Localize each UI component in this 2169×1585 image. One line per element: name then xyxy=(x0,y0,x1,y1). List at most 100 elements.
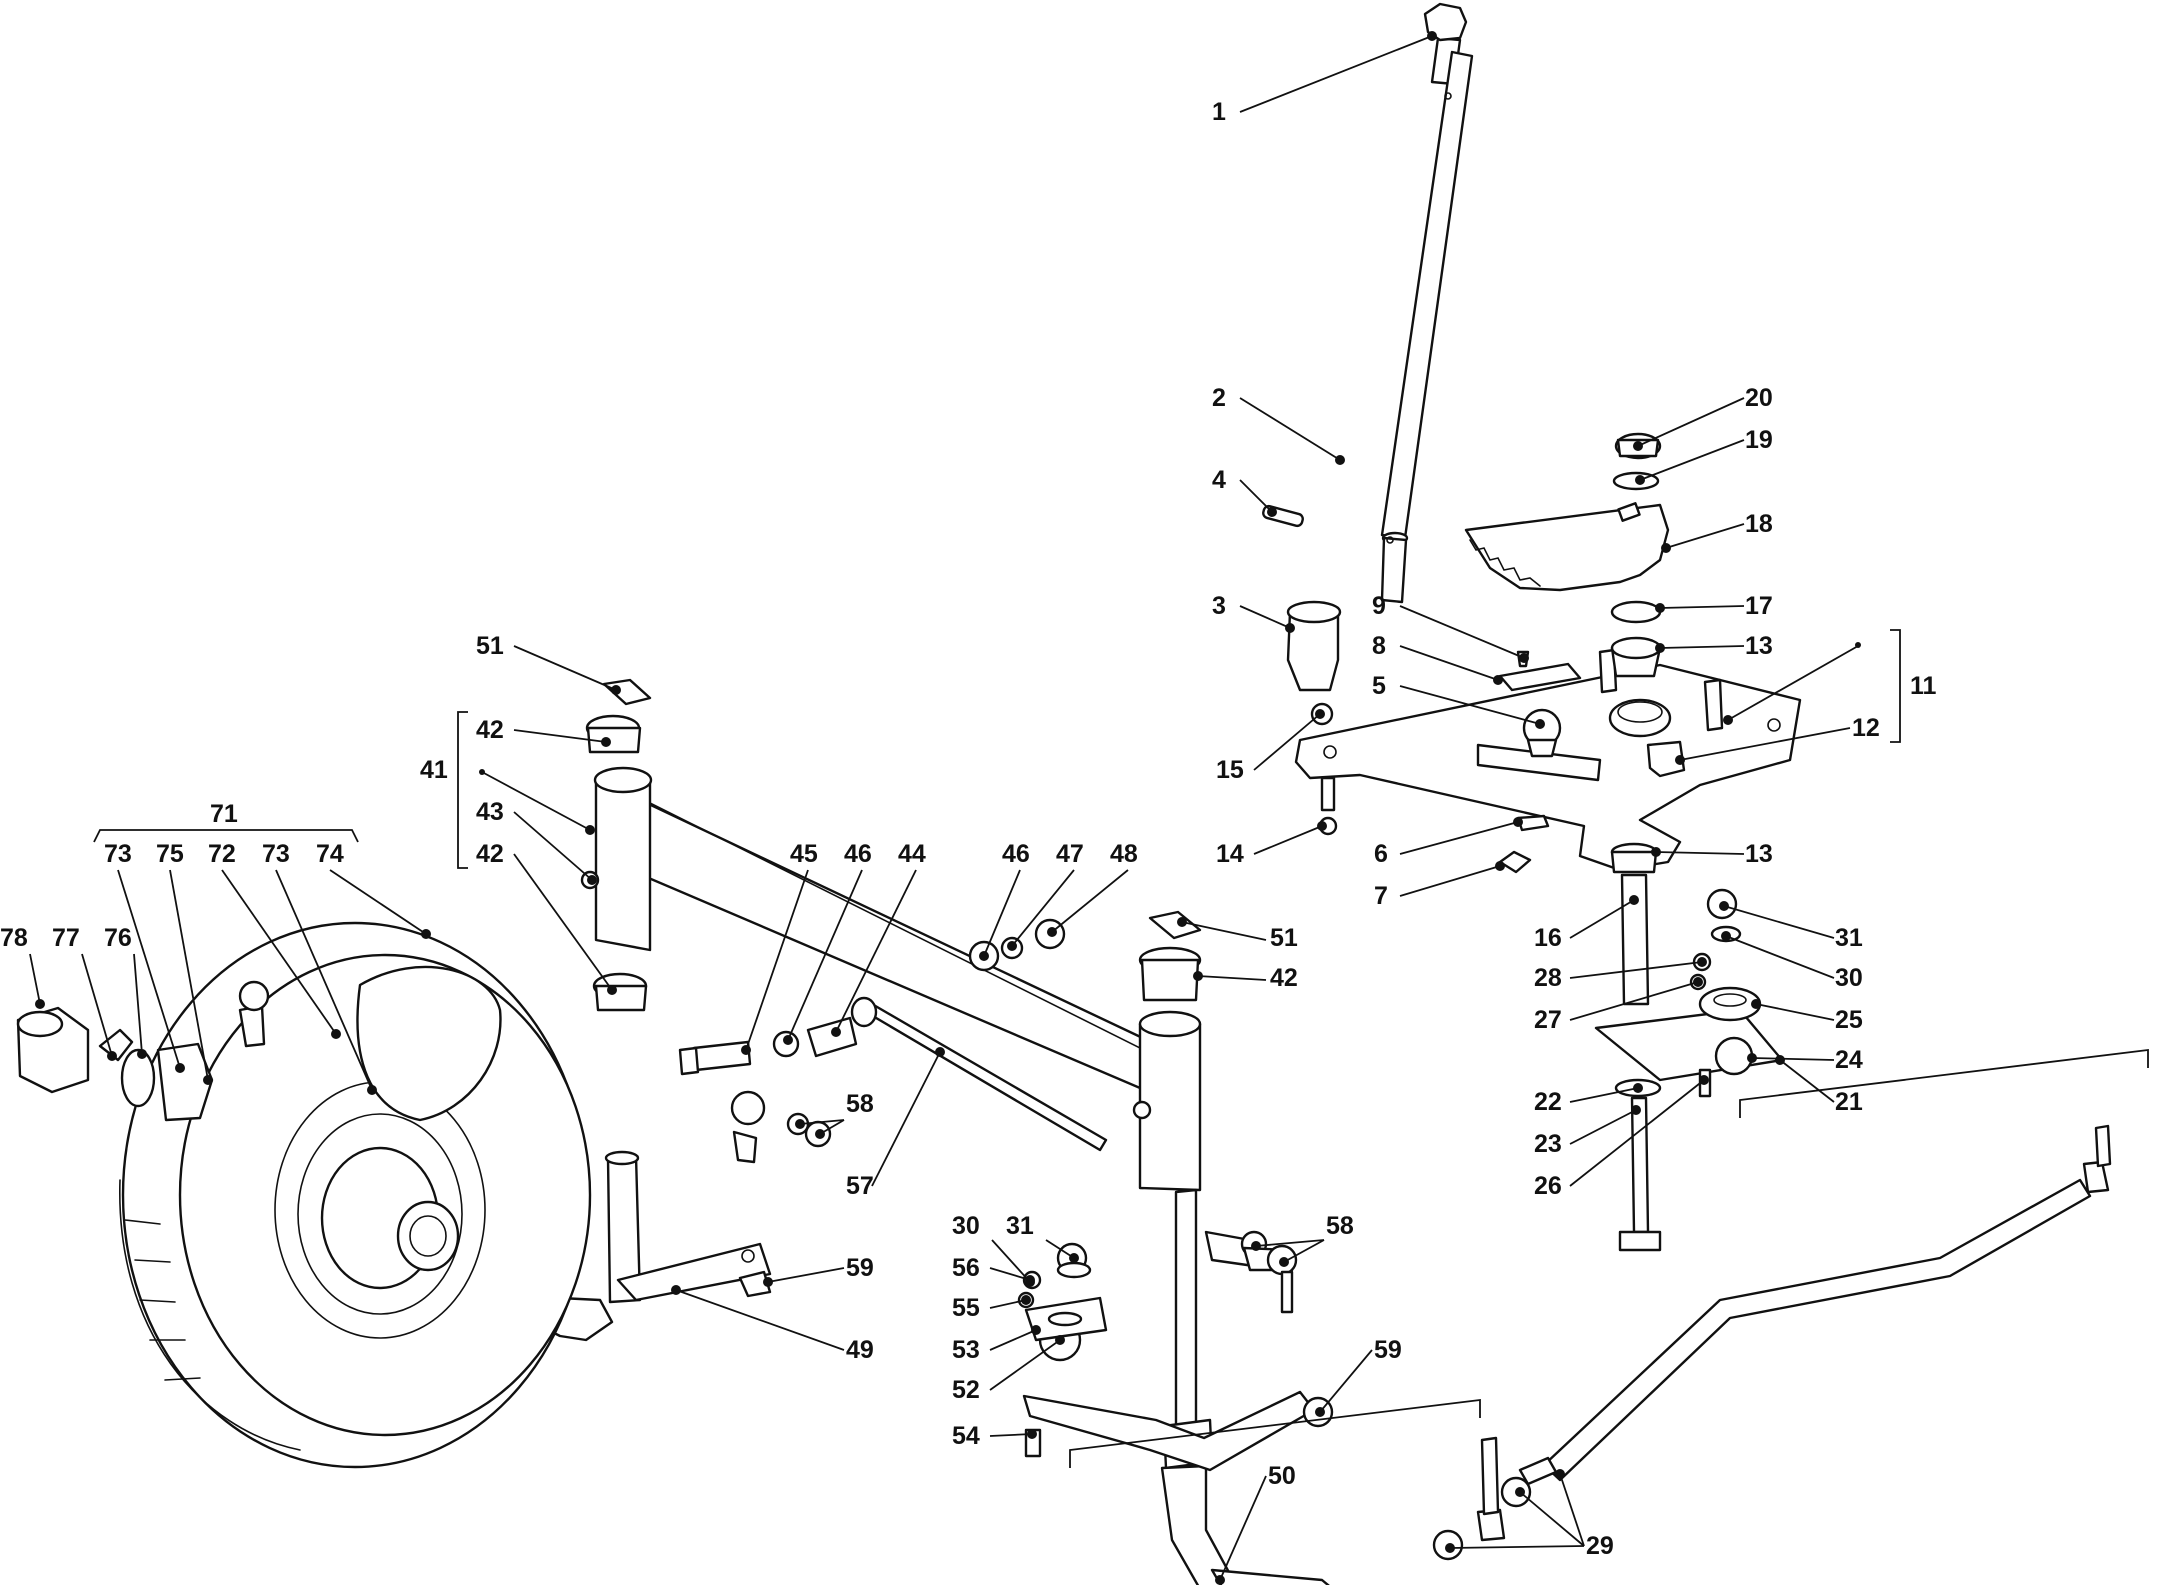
leader-dot-53 xyxy=(1031,1325,1041,1335)
leader-line-41 xyxy=(481,771,591,831)
leader-line-6 xyxy=(1399,821,1519,855)
leader-dot-2 xyxy=(1335,455,1345,465)
leader-line-30a xyxy=(1725,935,1835,979)
callout-25: 25 xyxy=(1835,1006,1863,1034)
callout-13b: 13 xyxy=(1745,840,1773,868)
leader-dot-16 xyxy=(1629,895,1639,905)
callout-43: 43 xyxy=(476,798,504,826)
leader-line-59a xyxy=(767,1267,845,1283)
leader-dot-23 xyxy=(1631,1105,1641,1115)
leader-line-75 xyxy=(169,869,209,1081)
leader-line-46a xyxy=(787,869,863,1041)
callout-48: 48 xyxy=(1110,840,1138,868)
callout-7: 7 xyxy=(1374,882,1388,910)
callout-17: 17 xyxy=(1745,592,1773,620)
callout-18: 18 xyxy=(1745,510,1773,538)
marker-dot-41 xyxy=(479,769,485,775)
leader-dot-48 xyxy=(1047,927,1057,937)
sector-gear xyxy=(1464,432,1670,678)
leader-dot-42a xyxy=(601,737,611,747)
leader-line-78 xyxy=(29,953,41,1005)
leader-dot-20 xyxy=(1633,441,1643,451)
callout-53: 53 xyxy=(952,1336,980,1364)
leader-dot-58b2 xyxy=(1279,1257,1289,1267)
callout-26: 26 xyxy=(1534,1172,1562,1200)
leader-dot-11 xyxy=(1723,715,1733,725)
callout-2: 2 xyxy=(1212,384,1226,412)
leader-line-49 xyxy=(675,1289,845,1351)
callout-28: 28 xyxy=(1534,964,1562,992)
leader-dot-19 xyxy=(1635,475,1645,485)
callout-42c: 42 xyxy=(1270,964,1298,992)
leader-line-7 xyxy=(1399,865,1501,897)
leader-line-29b xyxy=(1519,1491,1585,1547)
callout-54: 54 xyxy=(952,1422,980,1450)
leader-dot-9 xyxy=(1519,653,1529,663)
leader-dot-28 xyxy=(1697,957,1707,967)
leader-line-12 xyxy=(1679,727,1851,761)
callout-59a: 59 xyxy=(846,1254,874,1282)
callout-55: 55 xyxy=(952,1294,980,1322)
tie-rod xyxy=(1432,1124,2112,1561)
leader-line-47 xyxy=(1011,869,1075,947)
leader-dot-51b xyxy=(1177,917,1187,927)
leader-dot-77 xyxy=(107,1051,117,1061)
leader-dot-78 xyxy=(35,999,45,1009)
leader-line-48 xyxy=(1051,869,1129,933)
leader-line-28 xyxy=(1569,961,1703,979)
leader-line-44 xyxy=(835,869,917,1033)
leader-line-76 xyxy=(133,953,143,1055)
leader-dot-30a xyxy=(1721,931,1731,941)
leader-line-31b xyxy=(1045,1239,1075,1259)
leader-line-58b2 xyxy=(1283,1239,1325,1263)
leader-line-26 xyxy=(1569,1079,1705,1187)
leader-line-54 xyxy=(989,1433,1033,1437)
leader-dot-76 xyxy=(137,1049,147,1059)
leader-line-56 xyxy=(989,1267,1031,1281)
leader-dot-49 xyxy=(671,1285,681,1295)
callout-52: 52 xyxy=(952,1376,980,1404)
callout-1: 1 xyxy=(1212,98,1226,126)
leader-line-27 xyxy=(1569,981,1699,1021)
leader-dot-50 xyxy=(1215,1575,1225,1585)
leader-dot-1 xyxy=(1427,31,1437,41)
leader-dot-47 xyxy=(1007,941,1017,951)
leader-dot-51a xyxy=(611,685,621,695)
marker-dot-11 xyxy=(1855,642,1861,648)
leader-dot-59b xyxy=(1315,1407,1325,1417)
callout-30a: 30 xyxy=(1835,964,1863,992)
leader-line-22 xyxy=(1569,1087,1639,1103)
leader-dot-43 xyxy=(587,875,597,885)
leader-line-4 xyxy=(1239,479,1273,513)
leader-dot-29a xyxy=(1555,1469,1565,1479)
callout-51a: 51 xyxy=(476,632,504,660)
callout-19: 19 xyxy=(1745,426,1773,454)
callout-labels: 1 2 4 3 9 8 5 15 14 6 7 20 19 18 17 13 1… xyxy=(0,98,1937,1560)
leader-dot-54 xyxy=(1027,1429,1037,1439)
leader-line-23 xyxy=(1569,1109,1637,1145)
callout-4: 4 xyxy=(1212,466,1226,494)
leader-dot-41 xyxy=(585,825,595,835)
callout-14: 14 xyxy=(1216,840,1244,868)
leader-line-29a xyxy=(1559,1473,1585,1547)
leader-dot-75 xyxy=(203,1075,213,1085)
leader-line-58b xyxy=(1255,1239,1325,1247)
callout-58b: 58 xyxy=(1326,1212,1354,1240)
callout-5: 5 xyxy=(1372,672,1386,700)
callout-73a: 73 xyxy=(104,840,132,868)
bracket-71 xyxy=(93,829,359,843)
leader-line-13a xyxy=(1659,645,1745,649)
callout-21: 21 xyxy=(1835,1088,1863,1116)
leader-dot-58a xyxy=(795,1119,805,1129)
leader-line-20 xyxy=(1637,397,1745,447)
callout-41: 41 xyxy=(420,756,448,784)
leader-dot-12 xyxy=(1675,755,1685,765)
leader-dot-72 xyxy=(331,1029,341,1039)
callout-3: 3 xyxy=(1212,592,1226,620)
lower-steering-shaft xyxy=(1594,842,1784,1252)
leader-dot-57 xyxy=(935,1047,945,1057)
leader-dot-52 xyxy=(1055,1335,1065,1345)
leader-dot-42b xyxy=(607,985,617,995)
